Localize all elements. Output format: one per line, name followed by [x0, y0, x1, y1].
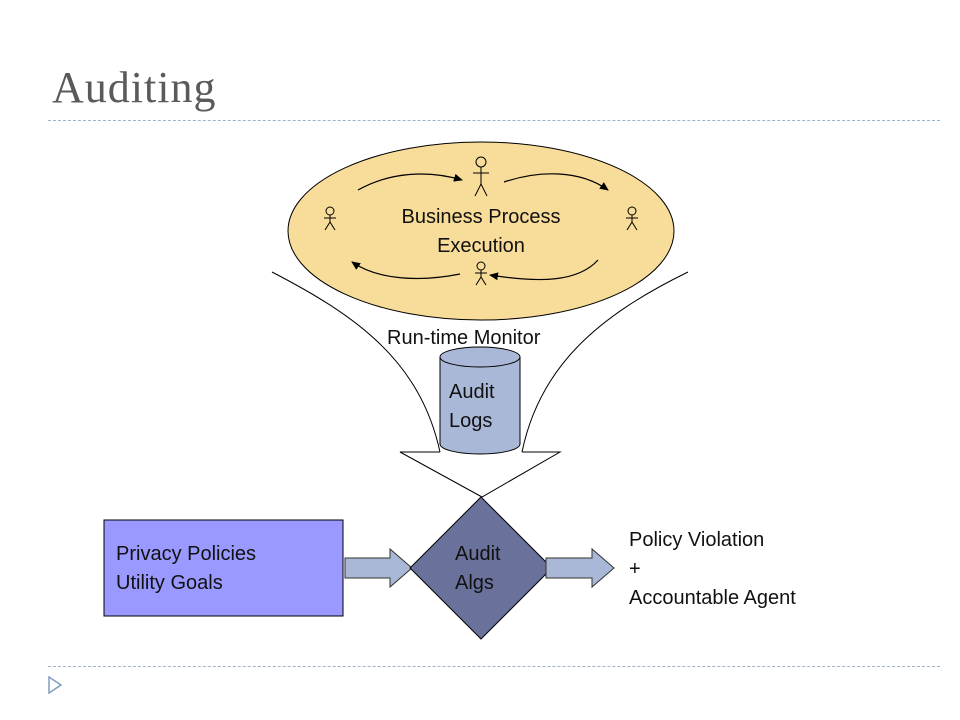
audit-algs-diamond [409, 496, 553, 640]
business-process-label: Business Process Execution [371, 203, 591, 261]
audit-algs-label-line1: Audit [455, 543, 501, 565]
output-block-arrow [545, 547, 615, 589]
privacy-policies-label-line1: Privacy Policies [116, 543, 257, 565]
cycle-arrow-top-right [503, 173, 609, 191]
person-icon-top [473, 156, 489, 197]
accountable-agent-label-line3: Accountable Agent [629, 587, 796, 609]
title-divider [48, 120, 940, 121]
footer-divider [48, 666, 940, 667]
process-cycle-arrows [351, 173, 609, 281]
audit-logs-label-line2: Logs [449, 410, 493, 432]
audit-logs-cylinder [439, 346, 521, 455]
business-process-label-line2: Execution [437, 235, 525, 257]
utility-goals-label-line2: Utility Goals [116, 572, 223, 594]
funnel-right-curve [521, 271, 689, 453]
privacy-policies-label: Privacy Policies Utility Goals [116, 540, 256, 598]
policy-violation-label: Policy Violation + Accountable Agent [629, 526, 796, 613]
slide-title: Auditing [52, 63, 217, 112]
cycle-arrow-top-left [357, 173, 463, 191]
person-icon-right [626, 206, 638, 231]
cycle-arrow-bottom-right [489, 259, 599, 281]
funnel-left-curve [271, 271, 441, 453]
run-time-monitor-label: Run-time Monitor [387, 327, 541, 349]
policy-violation-label-line1: Policy Violation [629, 529, 765, 551]
business-process-label-line1: Business Process [401, 206, 561, 228]
policy-violation-label-plus: + [629, 558, 641, 580]
audit-logs-label-line1: Audit [449, 381, 495, 403]
person-icon-bottom [475, 261, 487, 286]
cycle-arrow-bottom-left [351, 261, 461, 280]
funnel-spout [399, 451, 562, 498]
person-icon-left [324, 206, 336, 231]
triangle-bullet-icon [48, 676, 62, 694]
funnel [271, 271, 689, 498]
audit-algs-label: Audit Algs [455, 540, 501, 598]
audit-algs-label-line2: Algs [455, 572, 494, 594]
audit-logs-label: Audit Logs [449, 378, 495, 436]
input-block-arrow [344, 547, 413, 589]
privacy-policies-box [103, 519, 344, 617]
